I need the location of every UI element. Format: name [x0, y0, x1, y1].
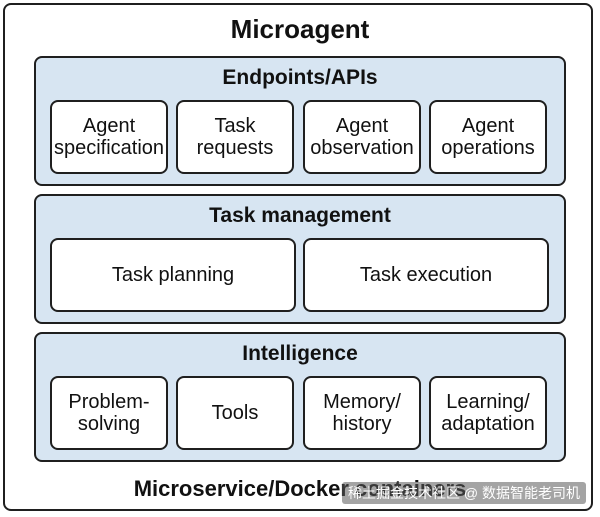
layer-title-intelligence: Intelligence: [242, 342, 358, 365]
watermark: 稀土掘金技术社区 @ 数据智能老司机: [342, 482, 586, 504]
component-problem-solving: Problem- solving: [50, 376, 168, 450]
component-agent-operations: Agent operations: [429, 100, 547, 174]
diagram-title: Microagent: [230, 14, 370, 44]
component-learning-adaptation: Learning/ adaptation: [429, 376, 547, 450]
component-agent-specification: Agent specification: [50, 100, 168, 174]
layer-title-task-management: Task management: [209, 204, 391, 227]
component-task-execution: Task execution: [303, 238, 549, 312]
layer-endpoints-apis: Endpoints/APIs Agent specification Task …: [34, 56, 566, 186]
component-task-requests: Task requests: [176, 100, 294, 174]
layer-task-management: Task management Task planning Task execu…: [34, 194, 566, 324]
layer-intelligence: Intelligence Problem- solving Tools Memo…: [34, 332, 566, 462]
component-tools: Tools: [176, 376, 294, 450]
layer-title-endpoints: Endpoints/APIs: [222, 66, 378, 89]
component-task-planning: Task planning: [50, 238, 296, 312]
component-agent-observation: Agent observation: [303, 100, 421, 174]
component-memory-history: Memory/ history: [303, 376, 421, 450]
